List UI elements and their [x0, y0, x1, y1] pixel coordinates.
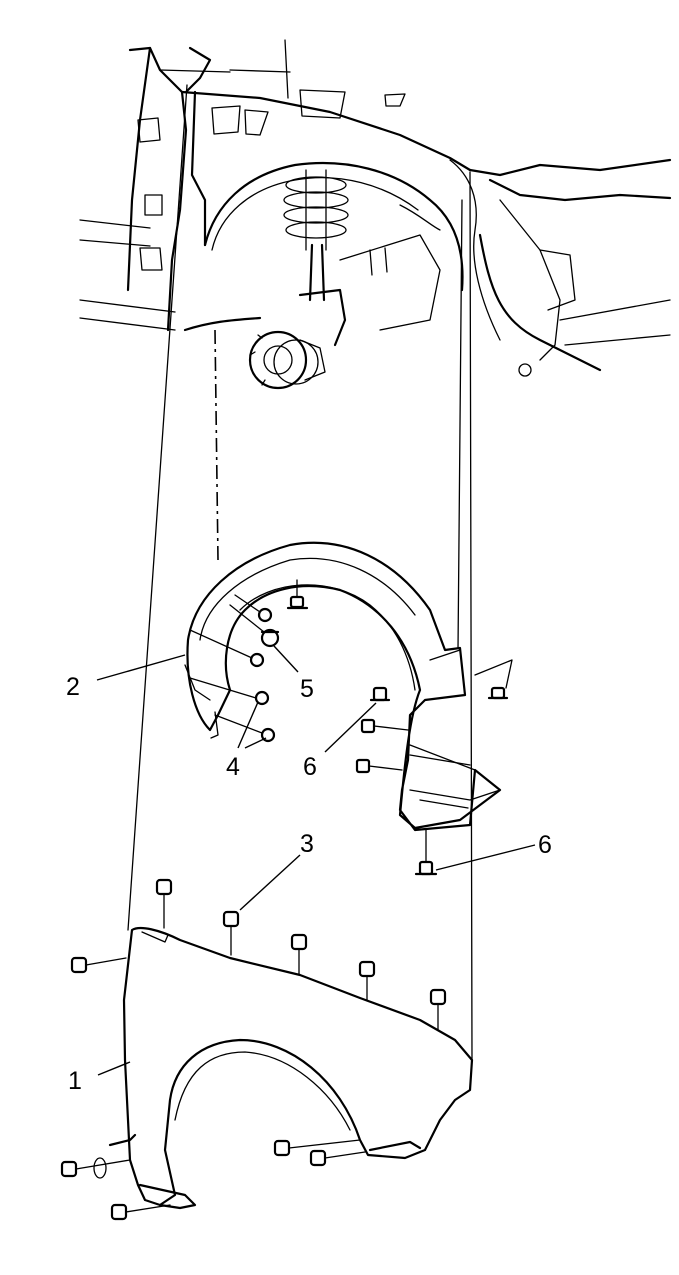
leader-1	[97, 1061, 131, 1076]
callout-leaders	[96, 645, 536, 1076]
front-fender	[108, 926, 474, 1210]
coil-spring	[283, 169, 349, 251]
fender-bolt-bottom	[110, 1203, 171, 1221]
fender-bolt-front-upper	[70, 956, 127, 974]
liner-bolt-upper	[369, 686, 391, 702]
callout-2: 2	[66, 673, 80, 701]
liner-bolt-side-2	[355, 758, 403, 774]
callout-6-upper: 6	[303, 753, 317, 781]
callout-4: 4	[226, 753, 240, 781]
leader-4b	[244, 737, 267, 749]
push-clip-top	[286, 579, 309, 610]
fender-bolt-4	[358, 960, 376, 1001]
fender-bolt-1	[155, 878, 173, 929]
vehicle-body-structure	[79, 39, 672, 390]
fender-bolt-rear-1	[273, 1139, 361, 1157]
liner-screw-top	[234, 594, 273, 623]
liner-screw-upper	[189, 629, 265, 668]
liner-bolt-lower	[414, 829, 438, 876]
alignment-lines	[127, 84, 473, 1061]
callout-6-lower: 6	[538, 831, 552, 859]
callout-5: 5	[300, 675, 314, 703]
fender-bolt-front-lower	[60, 1157, 131, 1179]
liner-bolt-side-1	[360, 718, 409, 734]
callout-labels: 1 2 3 4 5 6 6	[66, 673, 552, 1095]
callout-3: 3	[300, 830, 314, 858]
liner-screw-lower	[214, 714, 276, 743]
leader-5	[273, 645, 299, 673]
fender-liner	[184, 541, 502, 832]
leader-2	[96, 654, 186, 681]
leader-6a	[324, 702, 377, 753]
leader-6b	[435, 844, 536, 871]
fender-bolt-3	[290, 933, 308, 976]
liner-screw-middle	[189, 677, 270, 706]
liner-clip	[229, 604, 280, 648]
wheel-hub	[248, 330, 326, 390]
fender-bolt-5	[429, 988, 447, 1031]
leader-3	[239, 854, 301, 911]
leader-4a	[237, 701, 259, 749]
fender-bolt-2	[222, 910, 240, 956]
push-clip-right	[474, 659, 513, 700]
callout-1: 1	[68, 1067, 82, 1095]
fender-bolt-rear-2	[309, 1149, 366, 1167]
